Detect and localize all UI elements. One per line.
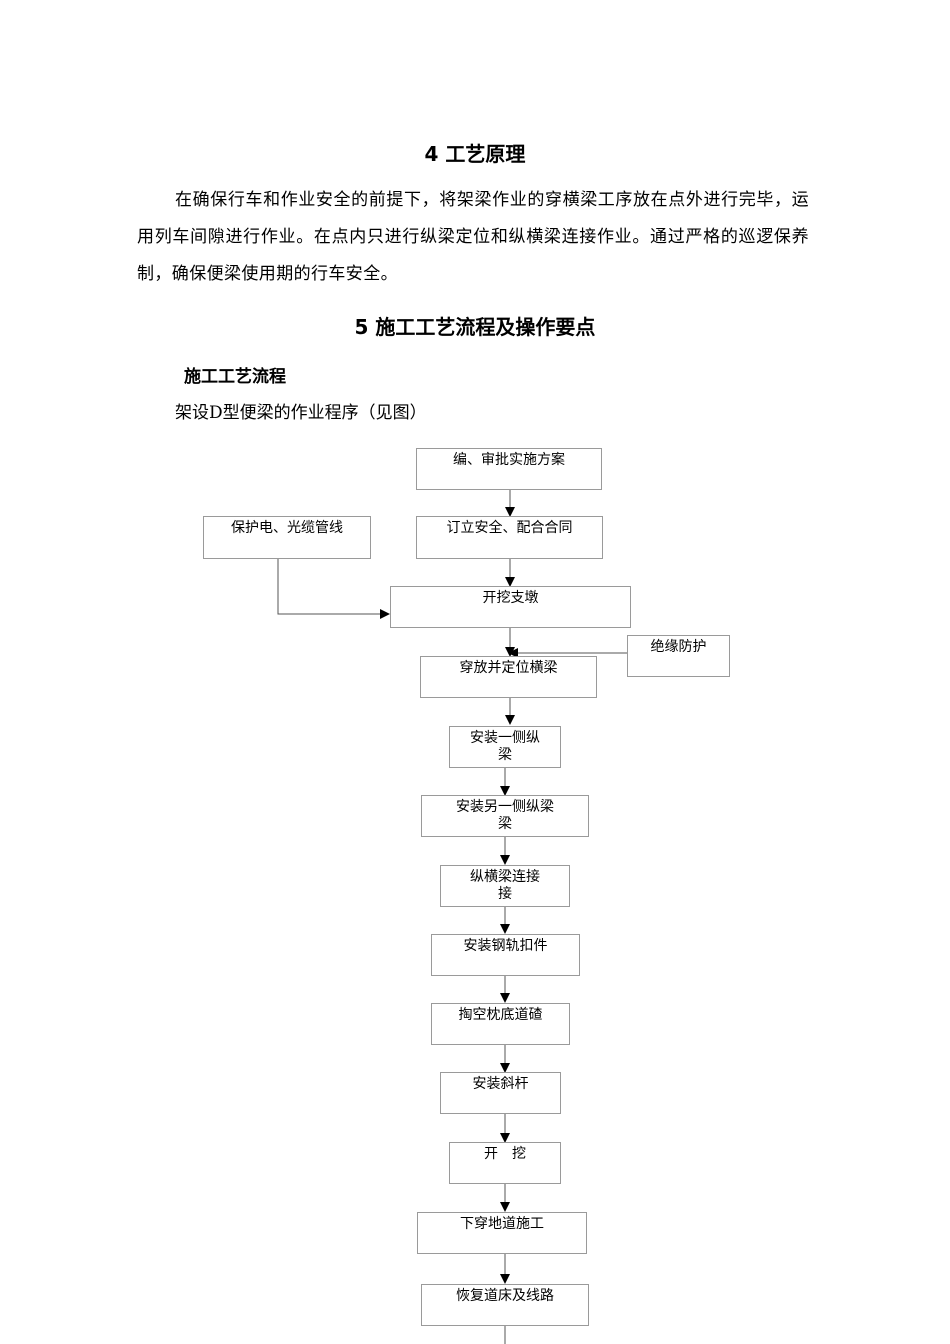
flow-step-excavate-piers: 开挖支墩 <box>390 586 631 628</box>
flow-step-install-diagonals: 安装斜杆 <box>440 1072 561 1114</box>
section-5-heading: 5 施工工艺流程及操作要点 <box>354 315 596 339</box>
flow-step-install-first-girder: 安装一侧纵 梁 <box>449 726 561 768</box>
flow-step-place-crossbeam: 穿放并定位横梁 <box>420 656 597 698</box>
connector-protect <box>277 559 390 619</box>
flowchart-caption: 架设D型便梁的作业程序（见图） <box>175 403 427 423</box>
flow-input-insulation: 绝缘防护 <box>627 635 730 677</box>
section-4-paragraph: 在确保行车和作业安全的前提下，将架梁作业的穿横梁工序放在点外进行完毕，运用列车间… <box>137 190 809 284</box>
flow-step-connect-beams: 纵横梁连接 接 <box>440 865 570 907</box>
flow-step-install-second-girder: 安装另一侧纵梁 梁 <box>421 795 589 837</box>
flow-step-excavate: 开 挖 <box>449 1142 561 1184</box>
flow-step-sign-contract: 订立安全、配合合同 <box>416 516 603 559</box>
section-4-heading: 4 工艺原理 <box>424 142 526 166</box>
flow-step-restore-track: 恢复道床及线路 <box>421 1284 589 1326</box>
flow-input-protect-cables: 保护电、光缆管线 <box>203 516 371 559</box>
subsection-heading: 施工工艺流程 <box>184 367 286 387</box>
flow-step-remove-ballast: 掏空枕底道碴 <box>431 1003 570 1045</box>
flow-step-approve-plan: 编、审批实施方案 <box>416 448 602 490</box>
flow-step-install-rail-fasteners: 安装钢轨扣件 <box>431 934 580 976</box>
flow-step-underpass-construction: 下穿地道施工 <box>417 1212 587 1254</box>
